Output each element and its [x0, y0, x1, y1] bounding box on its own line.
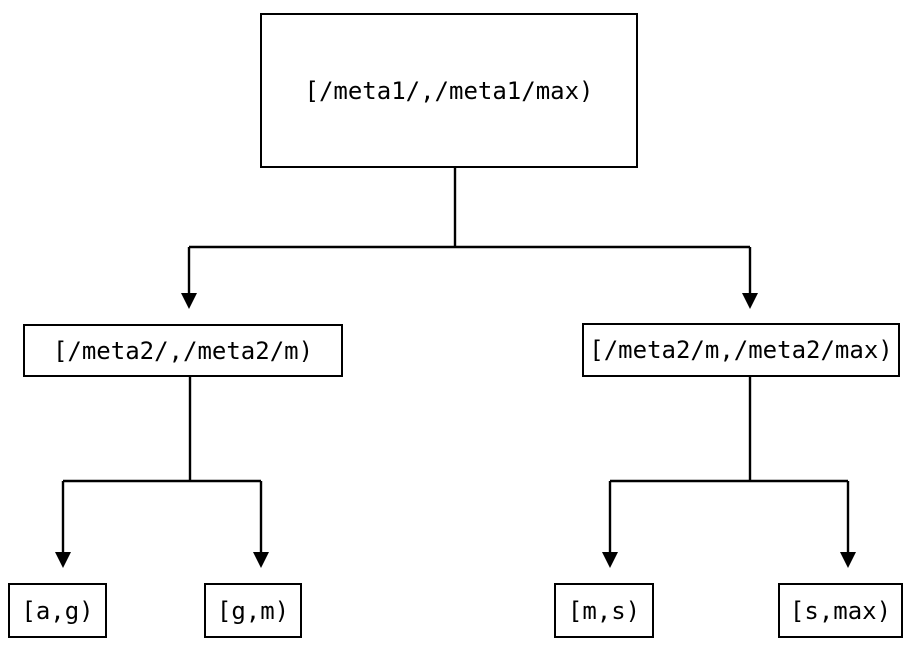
node-leaf-smax: [s,max) [778, 583, 903, 638]
node-root-label: [/meta1/,/meta1/max) [304, 76, 594, 105]
node-leaf-gm: [g,m) [204, 583, 302, 638]
arrowhead-leaf-ms [602, 552, 618, 568]
node-leaf-smax-label: [s,max) [789, 596, 892, 625]
arrowhead-leaf-smax [840, 552, 856, 568]
arrowhead-leaf-gm [253, 552, 269, 568]
node-leaf-ag-label: [a,g) [21, 596, 94, 625]
arrowhead-meta2-left [181, 293, 197, 309]
node-meta2-left-label: [/meta2/,/meta2/m) [52, 336, 314, 365]
node-root: [/meta1/,/meta1/max) [260, 13, 638, 168]
node-meta2-left: [/meta2/,/meta2/m) [23, 324, 343, 377]
arrowhead-leaf-ag [55, 552, 71, 568]
node-leaf-ms-label: [m,s) [567, 596, 641, 625]
node-leaf-gm-label: [g,m) [216, 596, 290, 625]
node-leaf-ms: [m,s) [554, 583, 654, 638]
node-meta2-right-label: [/meta2/m,/meta2/max) [589, 336, 893, 364]
arrowhead-meta2-right [742, 293, 758, 309]
node-meta2-right: [/meta2/m,/meta2/max) [582, 323, 900, 377]
node-leaf-ag: [a,g) [8, 583, 107, 638]
